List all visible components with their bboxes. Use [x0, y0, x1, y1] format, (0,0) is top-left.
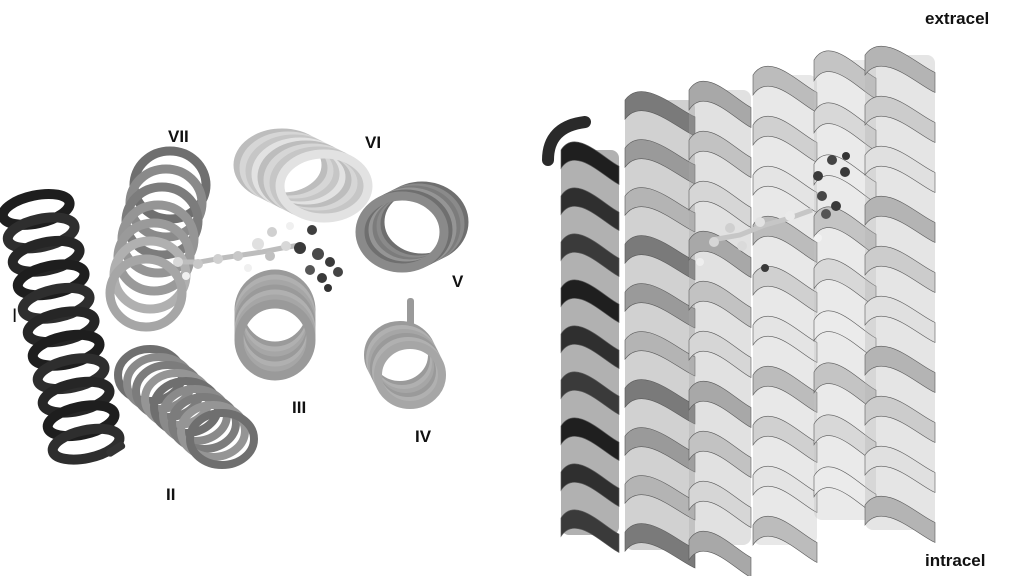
helix-iii-top: [239, 274, 311, 376]
helix-iv-top: [368, 298, 442, 405]
extracellular-label: extracel: [925, 9, 989, 28]
helix-i-side: [548, 122, 619, 553]
helix-v-top: [360, 186, 464, 268]
helix-label-v: V: [452, 272, 464, 291]
helix-iii-side: [689, 81, 751, 576]
helix-ii-side: [625, 91, 695, 568]
helix-vii-top: [110, 151, 206, 327]
helix-label-iii: III: [292, 398, 306, 417]
helix-i-top: [0, 188, 128, 469]
helix-label-iv: IV: [415, 427, 432, 446]
side-view-panel: extracel intracel: [548, 9, 989, 576]
helix-iv-side: [753, 66, 817, 562]
helix-label-vii: VII: [168, 127, 189, 146]
helix-ii-top: [118, 349, 254, 465]
intracellular-label: intracel: [925, 551, 985, 570]
helix-vi-side: [865, 46, 935, 542]
top-view-panel: I II III IV V VI VII: [0, 127, 464, 504]
helix-label-i: I: [12, 306, 17, 327]
helix-label-vi: VI: [365, 133, 381, 152]
helix-vi-top: [238, 133, 368, 218]
helix-label-ii: II: [166, 485, 175, 504]
